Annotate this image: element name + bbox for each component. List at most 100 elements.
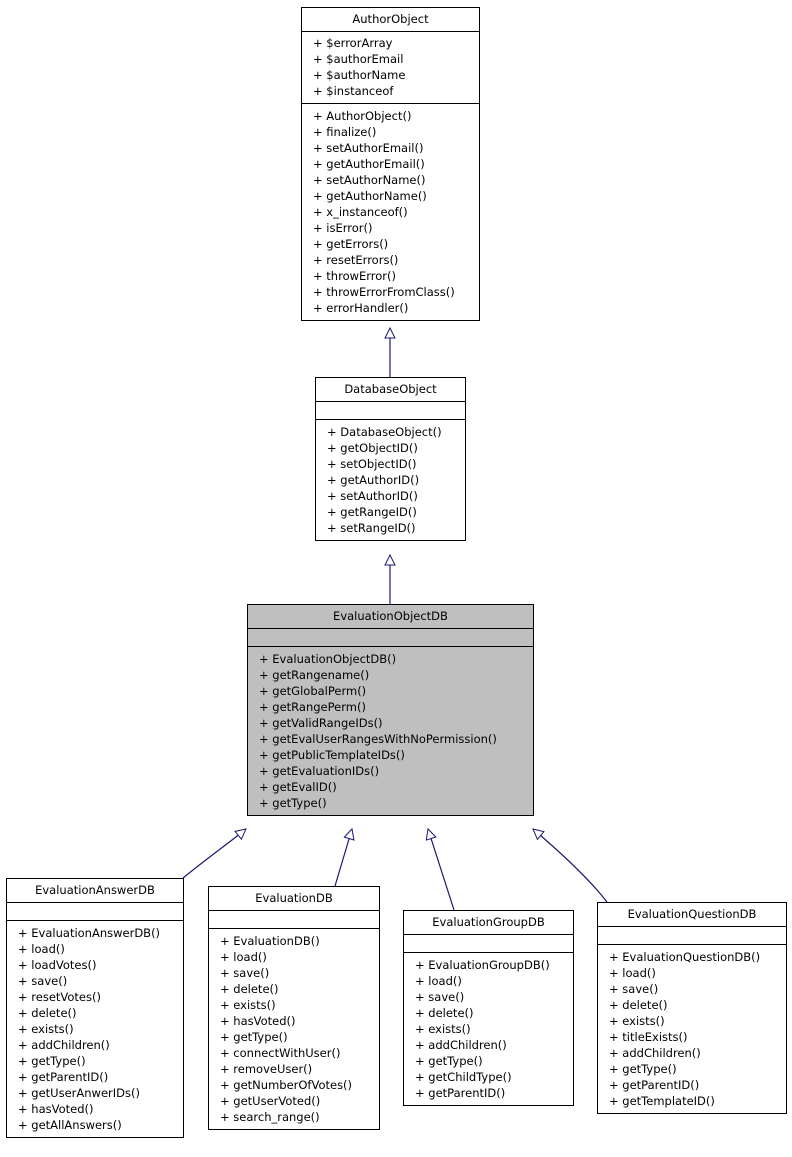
operation-row: + save() bbox=[415, 990, 465, 1004]
attributes-section: + $errorArray + $authorEmail + $authorName… bbox=[302, 32, 479, 104]
operation-row: + EvaluationGroupDB() bbox=[415, 958, 550, 972]
operation-row: + getType() bbox=[220, 1030, 288, 1044]
operation-row: + getAuthorEmail() bbox=[313, 157, 425, 171]
operation-row: + getType() bbox=[415, 1054, 483, 1068]
operation-row: + save() bbox=[609, 982, 659, 996]
class-name: EvaluationDB bbox=[209, 887, 379, 911]
operations-section: + EvaluationObjectDB()+ getRangename()+ … bbox=[248, 647, 533, 815]
edge-evaluationgroupdb-to-evaluationobjectdb bbox=[428, 829, 455, 911]
operation-row: + getAllAnswers() bbox=[18, 1118, 122, 1132]
operation-row: + getEvaluationIDs() bbox=[259, 764, 380, 778]
operation-row: + titleExists() bbox=[609, 1030, 688, 1044]
edge-evaluationquestiondb-to-evaluationobjectdb bbox=[533, 829, 608, 903]
operations-section: + EvaluationAnswerDB() + load() + loadVote… bbox=[7, 921, 183, 1137]
operation-row: + save() bbox=[220, 966, 270, 980]
operation-row: + setAuthorName() bbox=[313, 173, 426, 187]
operation-row: + getUserAnwerIDs() bbox=[18, 1086, 140, 1100]
operation-row: + resetErrors() bbox=[313, 253, 399, 267]
operation-row: + setObjectID() bbox=[327, 457, 417, 471]
operation-row: + load() bbox=[415, 974, 462, 988]
class-evaluation-object-db: EvaluationObjectDB + EvaluationObjectDB()… bbox=[247, 604, 534, 816]
operation-row: + addChildren() bbox=[18, 1038, 110, 1052]
operation-row: + getRangeID() bbox=[327, 505, 417, 519]
edge-evaluationdb-to-evaluationobjectdb bbox=[334, 829, 352, 887]
operation-row: + getUserVoted() bbox=[220, 1094, 321, 1108]
operation-row: + loadVotes() bbox=[18, 958, 97, 972]
operation-row: + EvaluationDB() bbox=[220, 934, 320, 948]
operation-row: + AuthorObject() bbox=[313, 109, 412, 123]
class-name: AuthorObject bbox=[302, 8, 479, 32]
operation-row: + x_instanceof() bbox=[313, 205, 408, 219]
operation-row: + errorHandler() bbox=[313, 301, 409, 315]
attribute-row: + $errorArray bbox=[313, 36, 393, 50]
class-name: EvaluationGroupDB bbox=[404, 911, 573, 935]
operation-row: + throwErrorFromClass() bbox=[313, 285, 455, 299]
operation-row: + connectWithUser() bbox=[220, 1046, 341, 1060]
operation-row: + exists() bbox=[415, 1022, 471, 1036]
operation-row: + getNumberOfVotes() bbox=[220, 1078, 353, 1092]
operations-section: + DatabaseObject() + getObjectID() + setOb… bbox=[316, 420, 465, 540]
operation-row: + EvaluationQuestionDB() bbox=[609, 950, 761, 964]
operation-row: + delete() bbox=[18, 1006, 77, 1020]
operation-row: + delete() bbox=[415, 1006, 474, 1020]
operation-row: + getParentID() bbox=[18, 1070, 109, 1084]
operation-row: + EvaluationObjectDB() bbox=[259, 652, 397, 666]
operation-row: + hasVoted() bbox=[18, 1102, 94, 1116]
operation-row: + getAuthorID() bbox=[327, 473, 420, 487]
operation-row: + getPublicTemplateIDs() bbox=[259, 748, 405, 762]
operation-row: + getParentID() bbox=[415, 1086, 506, 1100]
operation-row: + setAuthorID() bbox=[327, 489, 418, 503]
operation-row: + getType() bbox=[609, 1062, 677, 1076]
operation-row: + hasVoted() bbox=[220, 1014, 296, 1028]
operation-row: + getChildType() bbox=[415, 1070, 512, 1084]
operation-row: + load() bbox=[220, 950, 267, 964]
operation-row: + removeUser() bbox=[220, 1062, 313, 1076]
attributes-section bbox=[316, 402, 465, 420]
operation-row: + getErrors() bbox=[313, 237, 389, 251]
operation-row: + addChildren() bbox=[609, 1046, 701, 1060]
class-author-object: AuthorObject+ $errorArray+ $authorEmail+… bbox=[301, 7, 480, 321]
operation-row: + getTemplateID() bbox=[609, 1094, 715, 1108]
operation-row: + EvaluationAnswerDB() bbox=[18, 926, 161, 940]
class-name: EvaluationObjectDB bbox=[248, 605, 533, 629]
operation-row: + load() bbox=[18, 942, 65, 956]
attributes-section bbox=[404, 935, 573, 953]
operation-row: + setRangeID() bbox=[327, 521, 416, 535]
operation-row: + resetVotes() bbox=[18, 990, 101, 1004]
operation-row: + delete() bbox=[220, 982, 279, 996]
operation-row: + getEvalUserRangesWithNoPermission() bbox=[259, 732, 497, 746]
operation-row: + DatabaseObject() bbox=[327, 425, 442, 439]
operation-row: + getObjectID() bbox=[327, 441, 418, 455]
class-evaluation-answer-db: EvaluationAnswerDB+ EvaluationAnswerDB()… bbox=[6, 878, 184, 1138]
operation-row: + delete() bbox=[609, 998, 668, 1012]
operation-row: + getGlobalPerm() bbox=[259, 684, 367, 698]
attributes-section bbox=[209, 911, 379, 929]
class-name: EvaluationQuestionDB bbox=[598, 903, 786, 927]
class-evaluation-question-db: EvaluationQuestionDB + EvaluationQuestion… bbox=[597, 902, 787, 1114]
attribute-row: + $authorEmail bbox=[313, 52, 404, 66]
operations-section: + EvaluationGroupDB() + load() + save() + d… bbox=[404, 953, 573, 1105]
operation-row: + exists() bbox=[609, 1014, 665, 1028]
edge-evaluationanswerdb-to-evaluationobjectdb bbox=[182, 829, 246, 879]
operation-row: + addChildren() bbox=[415, 1038, 507, 1052]
attributes-section bbox=[248, 629, 533, 647]
operations-section: + AuthorObject()+ finalize()+ setAuthorE… bbox=[302, 104, 479, 320]
attributes-section bbox=[7, 903, 183, 921]
operations-section: + EvaluationDB() + load() + save() + delete… bbox=[209, 929, 379, 1129]
operation-row: + getType() bbox=[259, 796, 327, 810]
operation-row: + getAuthorName() bbox=[313, 189, 427, 203]
operation-row: + setAuthorEmail() bbox=[313, 141, 424, 155]
operation-row: + throwError() bbox=[313, 269, 397, 283]
attribute-row: + $instanceof bbox=[313, 84, 394, 98]
operations-section: + EvaluationQuestionDB() + load() + save()… bbox=[598, 945, 786, 1113]
operation-row: + load() bbox=[609, 966, 656, 980]
class-name: DatabaseObject bbox=[316, 378, 465, 402]
operation-row: + exists() bbox=[18, 1022, 74, 1036]
attribute-row: + $authorName bbox=[313, 68, 406, 82]
operation-row: + getRangePerm() bbox=[259, 700, 366, 714]
attributes-section bbox=[598, 927, 786, 945]
class-database-object: DatabaseObject + DatabaseObject() + getObj… bbox=[315, 377, 466, 541]
operation-row: + getType() bbox=[18, 1054, 86, 1068]
operation-row: + getEvalID() bbox=[259, 780, 337, 794]
